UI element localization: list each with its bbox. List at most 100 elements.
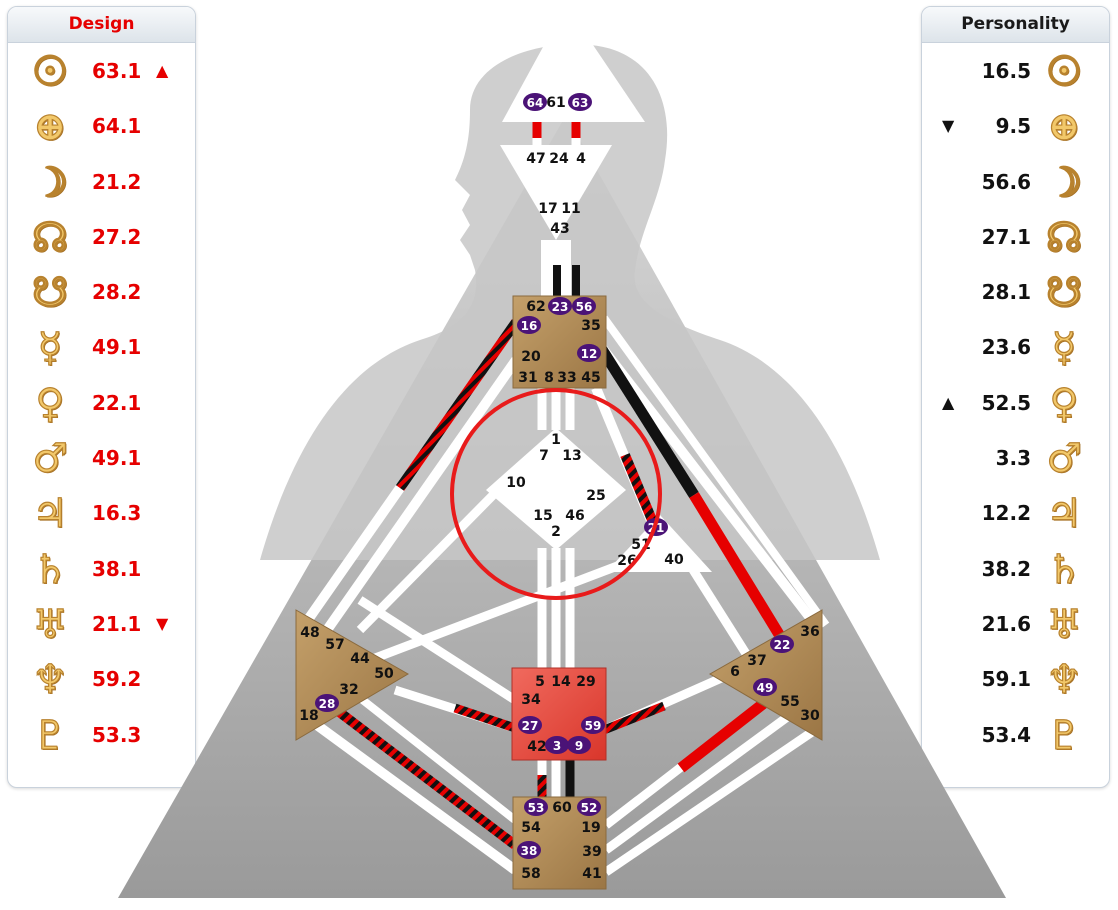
gate-22: 22 <box>770 635 794 653</box>
design-row-mercury: ☿49.1 <box>8 321 195 376</box>
personality-panel: Personality ☉16.5⊕9.5▼☽56.6☊27.1☋28.1☿23… <box>921 6 1110 788</box>
exalted-triangle-icon: ▲ <box>942 392 955 412</box>
gate-number: 49 <box>757 681 774 695</box>
gate-number: 35 <box>581 318 600 334</box>
gate-4: 4 <box>576 151 586 167</box>
gate-number: 44 <box>350 651 370 667</box>
earth-icon: ⊕ <box>33 103 68 151</box>
sun-icon: ☉ <box>1045 48 1082 95</box>
gate-number: 13 <box>562 448 581 464</box>
design-gate-line-value: 63.1 <box>92 59 142 83</box>
gate-number: 32 <box>339 682 358 698</box>
activated-gate-marker <box>517 841 541 859</box>
personality-row-north-node: ☊27.1 <box>922 211 1109 266</box>
gate-number: 60 <box>552 800 572 816</box>
design-row-saturn: ♄ 38.1 <box>8 543 195 598</box>
personality-gate-line-value: 23.6 <box>981 335 1031 360</box>
gate-number: 22 <box>774 638 791 652</box>
gate-number: 34 <box>521 692 541 708</box>
channels <box>300 120 830 876</box>
design-row-south-node: ☋28.2 <box>8 266 195 321</box>
personality-rows: ☉16.5⊕9.5▼☽56.6☊27.1☋28.1☿23.6♀52.5▲♂3.3… <box>922 45 1109 764</box>
design-gate-line-value: 21.2 <box>92 169 142 194</box>
gate-49: 49 <box>753 678 777 696</box>
gate-number: 62 <box>526 299 545 315</box>
gate-number: 16 <box>521 319 538 333</box>
personality-gate-line-value: 12.2 <box>981 501 1031 526</box>
design-row-pluto: ♇53.3 <box>8 709 195 764</box>
gate-15: 15 <box>533 508 552 524</box>
saturn-icon: ♄ <box>1045 545 1082 593</box>
gate-48: 48 <box>300 625 319 641</box>
design-gate-line-value: 38.1 <box>92 556 142 581</box>
gate-34: 34 <box>521 692 541 708</box>
gate-number: 6 <box>730 664 740 680</box>
design-gate-line-value: 49.1 <box>92 446 142 471</box>
gate-35: 35 <box>581 318 600 334</box>
personality-row-pluto: ♇53.4 <box>922 709 1109 764</box>
activated-gate-marker <box>518 716 542 734</box>
gate-63: 63 <box>568 93 592 111</box>
gate-number: 18 <box>299 708 318 724</box>
gate-27: 27 <box>518 716 542 734</box>
design-row-earth: ⊕64.1 <box>8 100 195 155</box>
gate-57: 57 <box>325 637 344 653</box>
gate-40: 40 <box>664 552 684 568</box>
gate-number: 25 <box>586 488 605 504</box>
gate-19: 19 <box>581 820 600 836</box>
gate-number: 61 <box>546 95 565 111</box>
gate-17: 17 <box>538 201 557 217</box>
gate-number: 3 <box>553 739 561 753</box>
personality-gate-line-value: 21.6 <box>981 611 1031 636</box>
personality-gate-line-value: 27.1 <box>981 224 1031 249</box>
gate-number: 29 <box>576 674 595 690</box>
gate-number: 46 <box>565 508 584 524</box>
gate-number: 27 <box>522 719 539 733</box>
personality-row-moon: ☽56.6 <box>922 156 1109 211</box>
gate-number: 2 <box>551 524 561 540</box>
personality-gate-line-value: 56.6 <box>981 169 1031 194</box>
gate-number: 1 <box>551 432 561 448</box>
gate-number: 30 <box>800 708 820 724</box>
north-node-icon: ☊ <box>32 213 69 261</box>
personality-gate-line-value: 52.5 <box>981 390 1031 415</box>
design-row-north-node: ☊27.2 <box>8 211 195 266</box>
gate-number: 20 <box>521 349 541 365</box>
gate-39: 39 <box>582 844 601 860</box>
activated-gate-marker <box>523 93 547 111</box>
activated-gate-marker <box>568 93 592 111</box>
gate-53: 53 <box>524 798 548 816</box>
activated-gate-marker <box>577 344 601 362</box>
personality-row-uranus: ♅21.6 <box>922 598 1109 653</box>
design-row-neptune: ♆59.2 <box>8 653 195 708</box>
design-rows: ☉63.1▲⊕64.1☽21.2☊27.2☋28.2☿49.1♀22.1♂49.… <box>8 45 195 764</box>
venus-icon: ♀ <box>35 379 65 427</box>
gate-50: 50 <box>374 666 394 682</box>
gate-10: 10 <box>506 475 526 491</box>
gate-number: 33 <box>557 370 576 386</box>
heart-center <box>606 515 712 572</box>
gate-64: 64 <box>523 93 547 111</box>
personality-row-jupiter: ♃12.2 <box>922 487 1109 542</box>
gate-number: 47 <box>526 151 545 167</box>
gate-12: 12 <box>577 344 601 362</box>
gate-number: 19 <box>581 820 600 836</box>
gate-number: 38 <box>521 844 538 858</box>
design-gate-line-value: 16.3 <box>92 501 142 526</box>
saturn-icon: ♄ <box>31 545 68 593</box>
gate-number: 54 <box>521 820 541 836</box>
gate-52: 52 <box>577 798 601 816</box>
south-node-icon: ☋ <box>32 269 69 317</box>
gate-number: 53 <box>528 801 545 815</box>
gate-54: 54 <box>521 820 541 836</box>
design-row-sun: ☉63.1▲ <box>8 45 195 100</box>
gate-number: 59 <box>585 719 602 733</box>
gate-number: 24 <box>549 151 569 167</box>
gate-number: 8 <box>544 370 554 386</box>
activated-gate-marker <box>517 316 541 334</box>
gate-number: 43 <box>550 221 569 237</box>
gate-number: 23 <box>552 300 569 314</box>
gate-number: 48 <box>300 625 319 641</box>
